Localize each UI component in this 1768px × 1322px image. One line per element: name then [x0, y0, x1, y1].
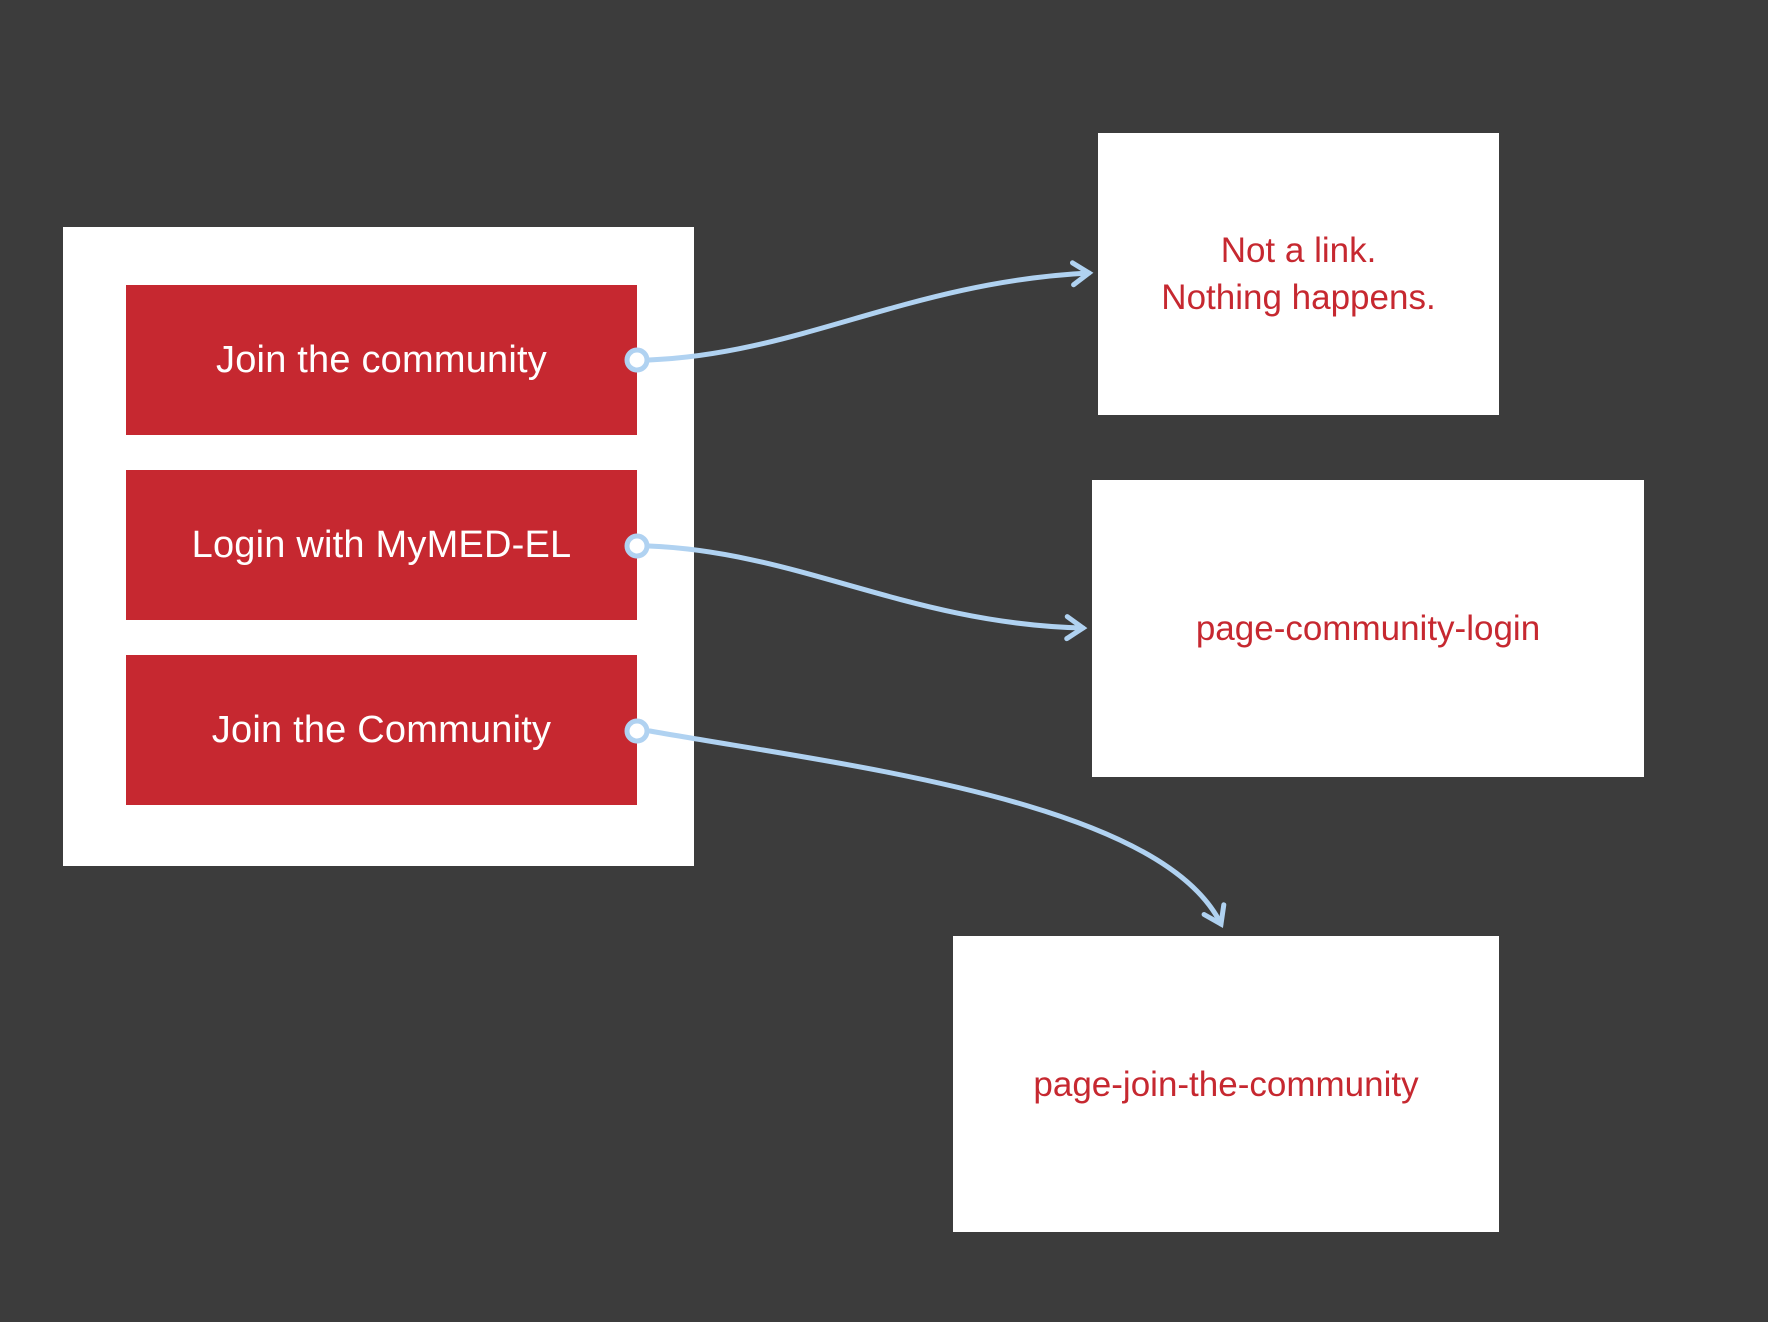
no-link-text-line1: Not a link.: [1220, 231, 1377, 270]
screen-frame: Join the community Login with MyMED-EL J…: [63, 227, 694, 866]
target-frame-no-link: Not a link. Nothing happens.: [1098, 133, 1499, 415]
community-login-label: page-community-login: [1195, 609, 1541, 648]
no-link-text-line2: Nothing happens.: [1161, 278, 1436, 317]
flow-arrow-community-login: [646, 543, 1088, 642]
target-frame-join-the-community: page-join-the-community: [953, 936, 1499, 1232]
button-join-the-community[interactable]: Join the community: [126, 285, 637, 435]
button-login-with-mymed-el[interactable]: Login with MyMED-EL: [126, 470, 637, 620]
button-join-the-community-2[interactable]: Join the Community: [126, 655, 637, 805]
join-community-label: page-join-the-community: [1033, 1064, 1419, 1104]
target-frame-community-login: page-community-login: [1092, 480, 1644, 777]
flow-arrow-no-link: [646, 260, 1094, 363]
